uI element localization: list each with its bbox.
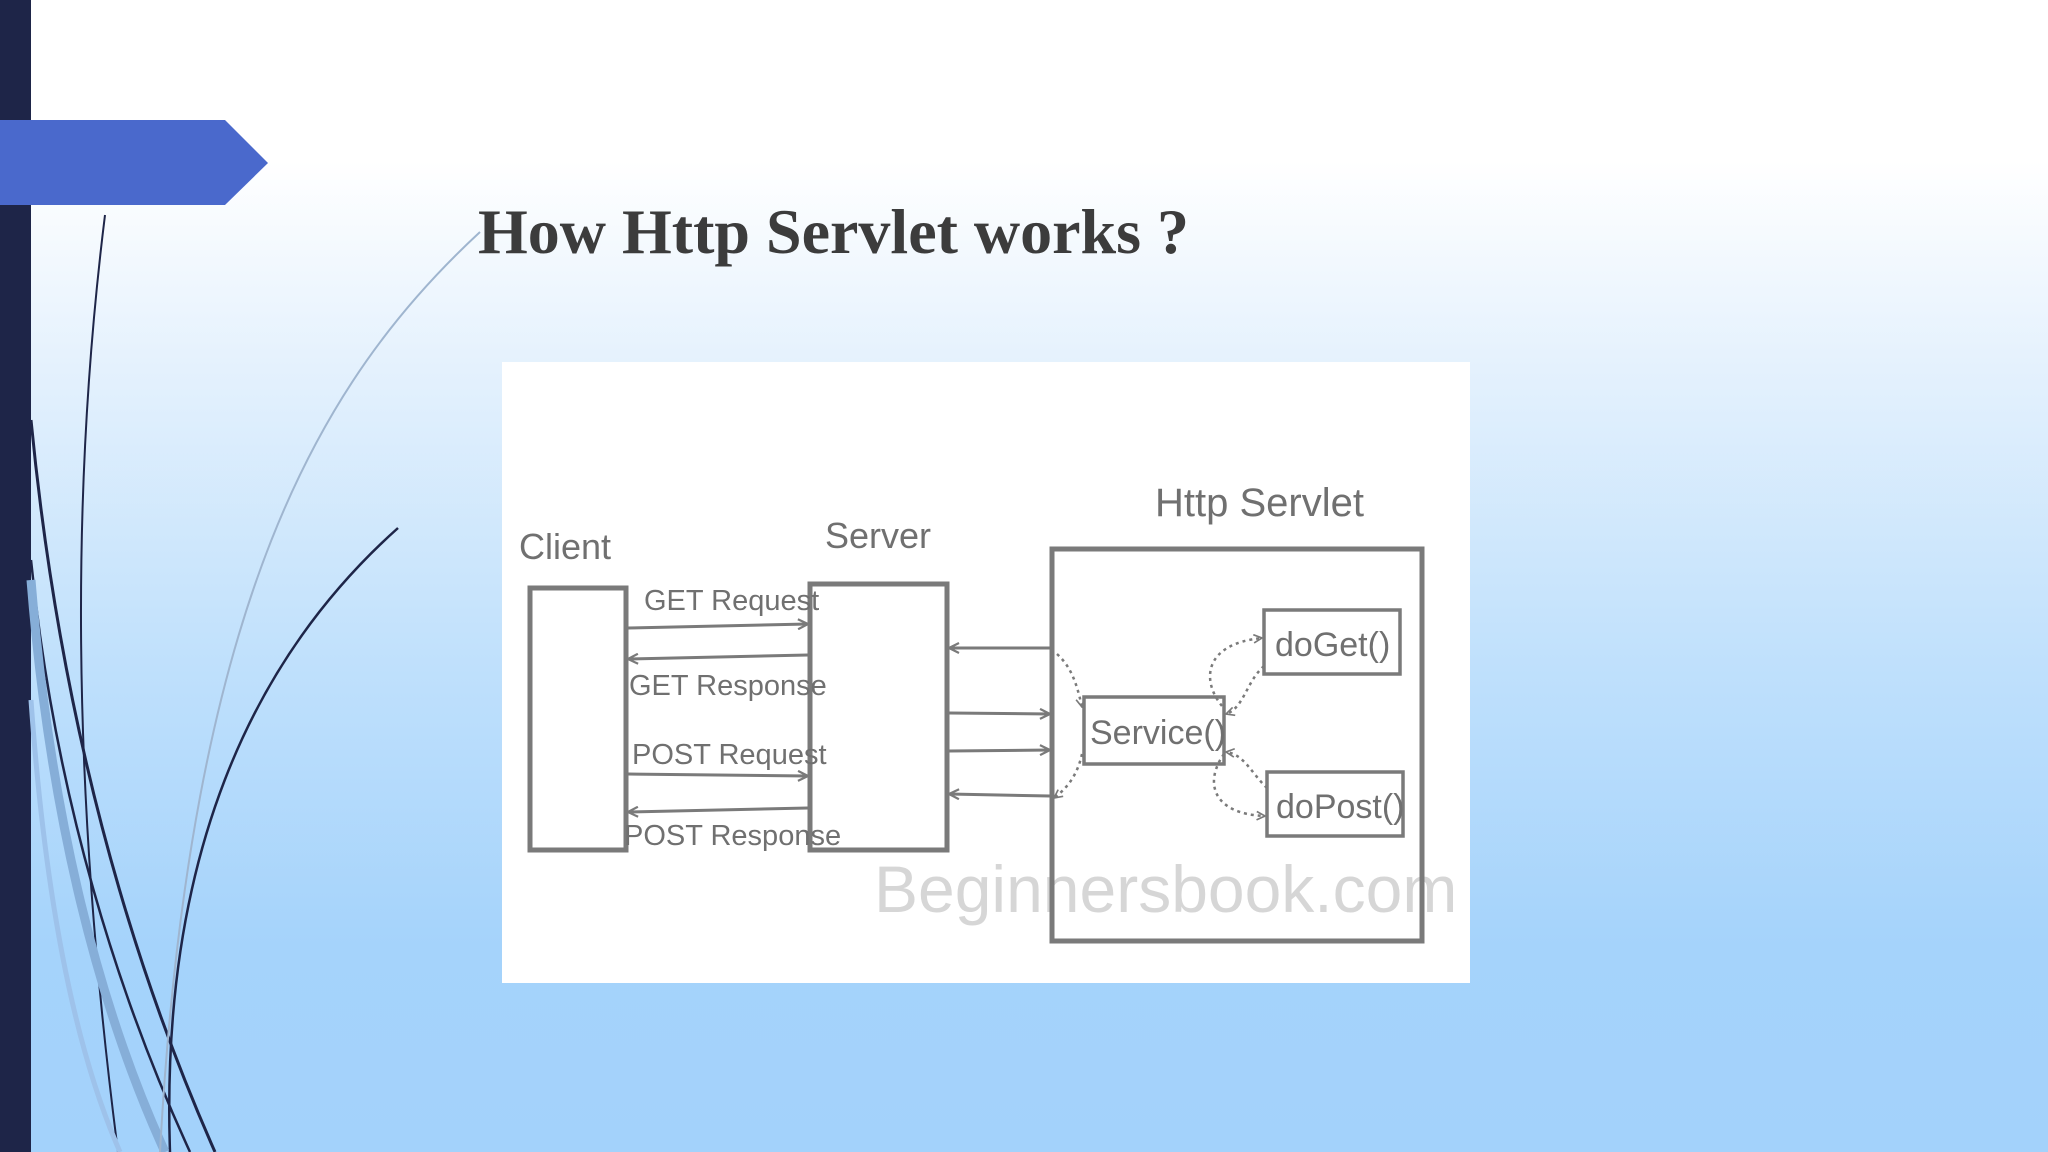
http-servlet-box [1049, 546, 1425, 944]
servlet-diagram: Beginnersbook.com Client Server Http Ser… [502, 362, 1470, 983]
post-request-arrow [627, 774, 808, 776]
title-accent-tab [0, 120, 268, 205]
post-response-label: POST Response [624, 820, 841, 852]
watermark-text: Beginnersbook.com [874, 852, 1457, 926]
dotted-arrow-entry-top [1056, 653, 1082, 707]
server-label: Server [825, 515, 931, 556]
service-box [1082, 695, 1226, 766]
dotted-arrow-dopost-to-service [1226, 752, 1268, 789]
get-request-label: GET Request [644, 585, 819, 617]
doget-label: doGet() [1275, 626, 1390, 664]
dotted-arrow-doget-to-service [1226, 665, 1265, 714]
dotted-arrow-exit-bottom [1054, 753, 1084, 798]
get-response-label: GET Response [629, 670, 827, 702]
server-box [807, 581, 950, 853]
dotted-arrow-service-to-doget [1208, 638, 1262, 707]
server-servlet-arrow-2 [948, 713, 1050, 714]
post-request-label: POST Request [632, 739, 827, 771]
service-label: Service() [1090, 714, 1226, 752]
dopost-box [1265, 770, 1405, 838]
http-servlet-label: Http Servlet [1155, 481, 1364, 525]
dopost-label: doPost() [1276, 788, 1405, 826]
doget-box [1262, 608, 1402, 676]
slide-title: How Http Servlet works ? [478, 196, 1190, 267]
client-label: Client [519, 526, 611, 567]
get-response-arrow [628, 655, 809, 659]
dotted-arrow-service-to-dopost [1212, 753, 1265, 816]
get-request-arrow [627, 624, 808, 628]
post-response-arrow [628, 808, 809, 812]
client-box [527, 585, 629, 853]
server-servlet-arrow-3 [948, 750, 1050, 751]
server-servlet-arrow-4 [949, 794, 1051, 796]
